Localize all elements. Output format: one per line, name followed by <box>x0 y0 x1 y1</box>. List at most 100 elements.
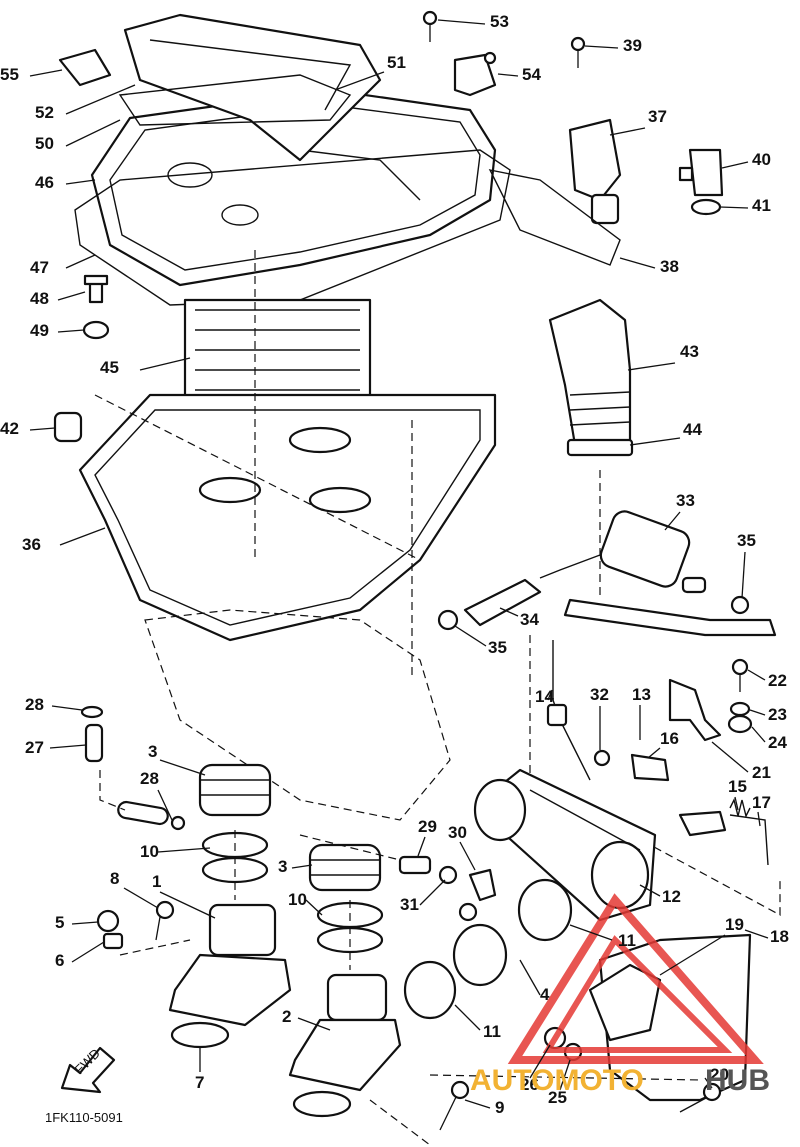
fuel-hose <box>463 554 777 637</box>
gasket-38 <box>488 169 621 266</box>
callout-leader-16 <box>647 747 661 759</box>
callout-leader-28 <box>157 789 173 821</box>
intake-manifold-2 <box>288 973 402 1092</box>
callout-label-55: 55 <box>0 65 19 84</box>
callout-label-10: 10 <box>288 890 307 909</box>
callout-label-37: 37 <box>648 107 667 126</box>
callout-leader-37 <box>609 127 646 136</box>
o-ring-7 <box>170 1021 352 1118</box>
callout-label-27: 27 <box>25 738 44 757</box>
callout-label-24: 24 <box>768 733 787 752</box>
hose-clamp-35b-icon <box>730 595 750 615</box>
o-ring-41 <box>690 198 722 216</box>
callout-label-54: 54 <box>522 65 541 84</box>
callout-label-30: 30 <box>448 823 467 842</box>
callout-leader-2 <box>297 1017 331 1031</box>
callout-leader-35 <box>454 625 487 647</box>
bolt-48-icon <box>83 274 109 304</box>
gasket-50 <box>118 74 352 126</box>
callout-label-34: 34 <box>520 610 539 629</box>
callout-label-28: 28 <box>140 769 159 788</box>
air-filter-case-cover <box>90 88 497 287</box>
callout-label-12: 12 <box>662 887 681 906</box>
hose-clamp-55 <box>58 48 112 87</box>
joint-29-icon <box>398 855 432 875</box>
callout-label-16: 16 <box>660 729 679 748</box>
callout-label-28: 28 <box>25 695 44 714</box>
spring-15-icon <box>729 797 751 819</box>
callout-leader-53 <box>437 19 486 25</box>
screw-39-icon <box>570 36 586 68</box>
callout-label-46: 46 <box>35 173 54 192</box>
callout-label-5: 5 <box>55 913 64 932</box>
callout-label-6: 6 <box>55 951 64 970</box>
callout-leader-51 <box>334 71 385 91</box>
callout-label-3: 3 <box>278 857 287 876</box>
screw-20-icon <box>679 1082 722 1113</box>
callout-label-38: 38 <box>660 257 679 276</box>
callout-label-50: 50 <box>35 134 54 153</box>
callout-label-44: 44 <box>683 420 702 439</box>
callout-label-3: 3 <box>148 742 157 761</box>
callout-leader-41 <box>719 206 749 209</box>
clip-6-icon <box>102 932 124 950</box>
watermark-text-hub: HUB <box>705 1064 770 1097</box>
callout-leader-52 <box>65 84 136 115</box>
callout-label-19: 19 <box>725 915 744 934</box>
callout-leader-3 <box>291 864 313 869</box>
callout-label-4: 4 <box>540 985 550 1004</box>
callout-label-2: 2 <box>282 1007 291 1026</box>
callout-leader-38 <box>619 257 656 269</box>
callout-leader-10 <box>305 899 323 916</box>
pipe-27-icon <box>84 723 104 763</box>
callout-leader-20 <box>704 1077 713 1089</box>
cable-14 <box>546 640 591 781</box>
callout-label-13: 13 <box>632 685 651 704</box>
air-filter-case <box>78 393 497 642</box>
screw-22-icon <box>731 658 749 692</box>
callout-leader-42 <box>29 427 56 431</box>
damper-24-icon <box>727 714 753 734</box>
joint-3a <box>198 763 272 817</box>
callout-leader-29 <box>417 836 426 857</box>
callout-leader-39 <box>584 45 619 49</box>
callout-label-22: 22 <box>768 671 787 690</box>
callout-leader-40 <box>721 161 749 169</box>
callout-leader-33 <box>664 511 681 531</box>
callout-leader-50 <box>65 119 121 147</box>
callout-leader-24 <box>751 726 766 743</box>
callout-leader-49 <box>57 329 85 333</box>
callout-leader-31 <box>419 879 446 906</box>
callout-label-10: 10 <box>140 842 159 861</box>
bolt-9-icon <box>439 1080 470 1131</box>
cap-5-icon <box>96 909 120 933</box>
callout-label-11: 11 <box>618 931 636 950</box>
carburetor-assembly <box>473 768 657 922</box>
callout-label-41: 41 <box>752 196 771 215</box>
callout-label-18: 18 <box>770 927 789 946</box>
callout-leader-23 <box>749 709 766 716</box>
engine-outline <box>144 609 451 821</box>
callout-leader-19 <box>659 934 726 976</box>
grommet-42-icon <box>53 411 83 443</box>
callout-label-7: 7 <box>195 1073 204 1092</box>
callout-leader-45 <box>139 357 191 371</box>
watermark-text-automoto: AUTOMOTO <box>470 1064 644 1097</box>
screw-8-icon <box>155 900 175 941</box>
callout-label-17: 17 <box>752 793 771 812</box>
callout-leader-46 <box>65 179 96 185</box>
callout-label-51: 51 <box>387 53 406 72</box>
callout-label-52: 52 <box>35 103 54 122</box>
callout-label-47: 47 <box>30 258 49 277</box>
intake-manifold-1 <box>168 903 292 1027</box>
callout-leader-43 <box>627 362 676 371</box>
assembly-lines <box>94 250 701 1146</box>
callout-label-8: 8 <box>110 869 119 888</box>
callout-leader-36 <box>59 527 106 546</box>
fuel-filter <box>599 510 707 594</box>
callout-leader-11 <box>454 1004 481 1031</box>
callout-leader-11 <box>569 924 613 941</box>
callout-layer: 1233456789101011111213141516171819202122… <box>0 12 789 1117</box>
callout-label-45: 45 <box>100 358 119 377</box>
